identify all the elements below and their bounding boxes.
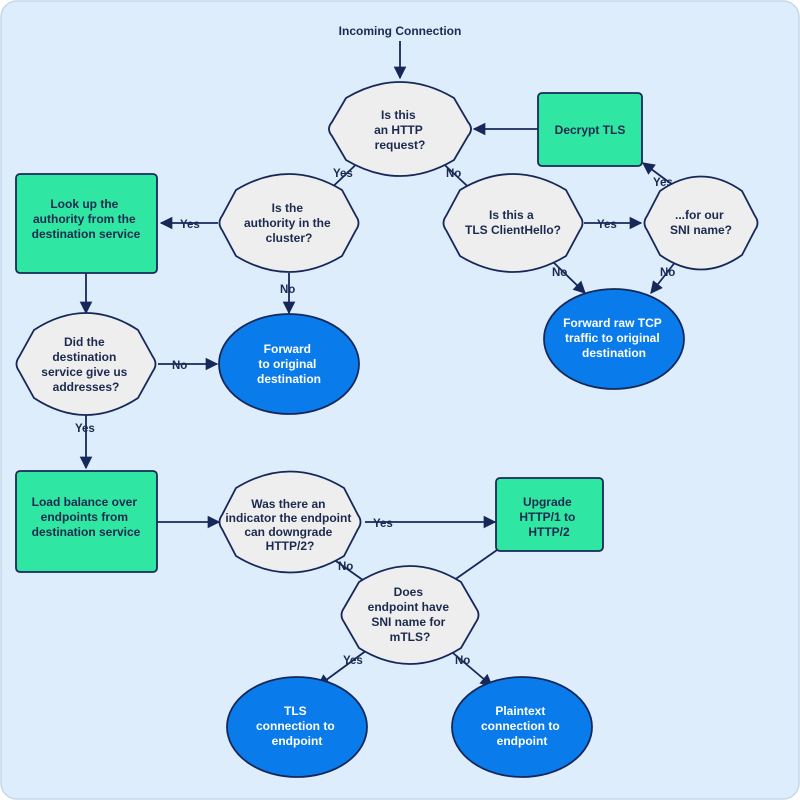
sni-line-2: SNI name? — [670, 223, 732, 237]
label-endpoint-yes: Yes — [343, 655, 363, 667]
dest-line-1: Did the — [64, 335, 105, 349]
upgrade-line-2: HTTP/1 to — [519, 510, 575, 524]
label-endpoint-no: No — [455, 655, 470, 667]
label-http-no: No — [446, 168, 461, 180]
svg-text:Load balance over endpoi: Load balance over endpoints from destina… — [32, 495, 141, 539]
tls-conn-line-3: endpoint — [272, 734, 323, 748]
terminal-tls-connection: TLS connection to endpoint — [226, 676, 368, 778]
tls-conn-line-1: TLS — [284, 704, 307, 718]
downgrade-line-3: can downgrade — [244, 525, 332, 539]
svg-text:Did the destination: Did the destination service give us addr… — [41, 335, 130, 394]
plaintext-line-3: endpoint — [497, 734, 548, 748]
label-sni-no: No — [660, 267, 675, 279]
label-dest-no: No — [172, 360, 187, 372]
authority-line-2: authority in the — [244, 216, 331, 230]
label-http-yes: Yes — [333, 168, 353, 180]
lookup-line-1: Look up the — [50, 197, 118, 211]
label-downgrade-yes: Yes — [373, 518, 393, 530]
label-dest-yes: Yes — [75, 423, 95, 435]
dest-line-2: destination — [52, 350, 116, 364]
balance-line-1: Load balance over — [32, 495, 138, 509]
svg-text:Is this a TLS ClientHell: Is this a TLS ClientHello? — [465, 208, 561, 237]
endpoint-line-1: Does — [394, 585, 424, 599]
start-label: Incoming Connection — [339, 24, 462, 38]
edge-tls-no — [548, 257, 586, 294]
downgrade-line-1: Was there an — [251, 497, 325, 511]
svg-text:Was there an indicator t: Was there an indicator the endpoint can … — [225, 497, 354, 553]
raw-tcp-line-3: destination — [582, 346, 646, 360]
label-tls-no: No — [552, 267, 567, 279]
endpoint-line-4: mTLS? — [390, 630, 431, 644]
terminal-forward-raw-tcp: Forward raw TCP traffic to original dest… — [543, 288, 685, 390]
http-line-2: an HTTP — [374, 123, 423, 137]
svg-text:TLS connection to: TLS connection to endpoint — [256, 704, 338, 748]
svg-text:Does endpoint have: Does endpoint have SNI name for mTLS? — [368, 585, 453, 644]
decision-endpoint-sni: Does endpoint have SNI name for mTLS? — [340, 565, 480, 665]
label-authority-yes: Yes — [180, 219, 200, 231]
endpoint-line-3: SNI name for — [371, 615, 445, 629]
tls-line-1: Is this a — [489, 208, 534, 222]
label-downgrade-no: No — [338, 561, 353, 573]
svg-text:Forward raw TCP traffic: Forward raw TCP traffic to original dest… — [563, 316, 665, 360]
svg-text:...for our SNI name?: ...for our SNI name? — [670, 208, 732, 237]
raw-tcp-line-1: Forward raw TCP — [563, 316, 662, 330]
upgrade-line-1: Upgrade — [523, 495, 572, 509]
svg-text:Plaintext connection to: Plaintext connection to endpoint — [481, 704, 563, 748]
svg-text:Look up the authority fr: Look up the authority from the destinati… — [32, 197, 141, 241]
decrypt-tls-label: Decrypt TLS — [555, 123, 626, 137]
plaintext-line-1: Plaintext — [495, 704, 545, 718]
http-line-3: request? — [375, 138, 426, 152]
forward-line-2: to original — [258, 357, 316, 371]
balance-line-2: endpoints from — [41, 510, 128, 524]
plaintext-line-2: connection to — [481, 719, 560, 733]
authority-line-3: cluster? — [266, 231, 313, 245]
tls-conn-line-2: connection to — [256, 719, 335, 733]
http-line-1: Is this — [381, 108, 416, 122]
process-decrypt-tls: Decrypt TLS — [537, 92, 643, 167]
decision-dest-gave-addresses: Did the destination service give us addr… — [15, 312, 157, 416]
edge-labels: Yes No Yes No Yes No Yes No No Yes Yes N… — [75, 168, 675, 667]
sni-line-1: ...for our — [675, 208, 724, 222]
decision-authority-in-cluster: Is the authority in the cluster? — [218, 173, 360, 273]
svg-text:Is this an HTTP re: Is this an HTTP request? — [374, 108, 426, 152]
label-authority-no: No — [280, 284, 295, 296]
decision-is-http-request: Is this an HTTP request? — [328, 81, 472, 177]
process-upgrade-http: Upgrade HTTP/1 to HTTP/2 — [495, 477, 604, 552]
decision-tls-clienthello: Is this a TLS ClientHello? — [442, 173, 584, 273]
process-lookup-authority: Look up the authority from the destinati… — [15, 173, 158, 274]
svg-text:Forward to original: Forward to original destination — [257, 342, 321, 386]
forward-line-1: Forward — [264, 342, 311, 356]
tls-line-2: TLS ClientHello? — [465, 223, 561, 237]
endpoint-line-2: endpoint have — [368, 600, 450, 614]
upgrade-line-3: HTTP/2 — [528, 525, 570, 539]
dest-line-4: addresses? — [53, 380, 120, 394]
process-load-balance: Load balance over endpoints from destina… — [15, 470, 158, 573]
authority-line-1: Is the — [272, 201, 304, 215]
dest-line-3: service give us — [41, 365, 127, 379]
svg-text:Is the authority in the: Is the authority in the cluster? — [244, 201, 334, 245]
balance-line-3: destination service — [32, 525, 141, 539]
downgrade-line-2: indicator the endpoint — [225, 511, 351, 525]
terminal-forward-original: Forward to original destination — [218, 313, 360, 415]
decision-for-our-sni: ...for our SNI name? — [643, 175, 759, 271]
decision-downgrade-indicator: Was there an indicator the endpoint can … — [218, 470, 362, 574]
label-tls-yes: Yes — [597, 219, 617, 231]
downgrade-line-4: HTTP/2? — [266, 539, 315, 553]
terminal-plaintext-connection: Plaintext connection to endpoint — [451, 676, 593, 778]
lookup-line-3: destination service — [32, 227, 141, 241]
forward-line-3: destination — [257, 372, 321, 386]
svg-text:Upgrade HTTP/1 to: Upgrade HTTP/1 to HTTP/2 — [519, 495, 578, 539]
lookup-line-2: authority from the — [33, 212, 136, 226]
raw-tcp-line-2: traffic to original — [565, 331, 660, 345]
